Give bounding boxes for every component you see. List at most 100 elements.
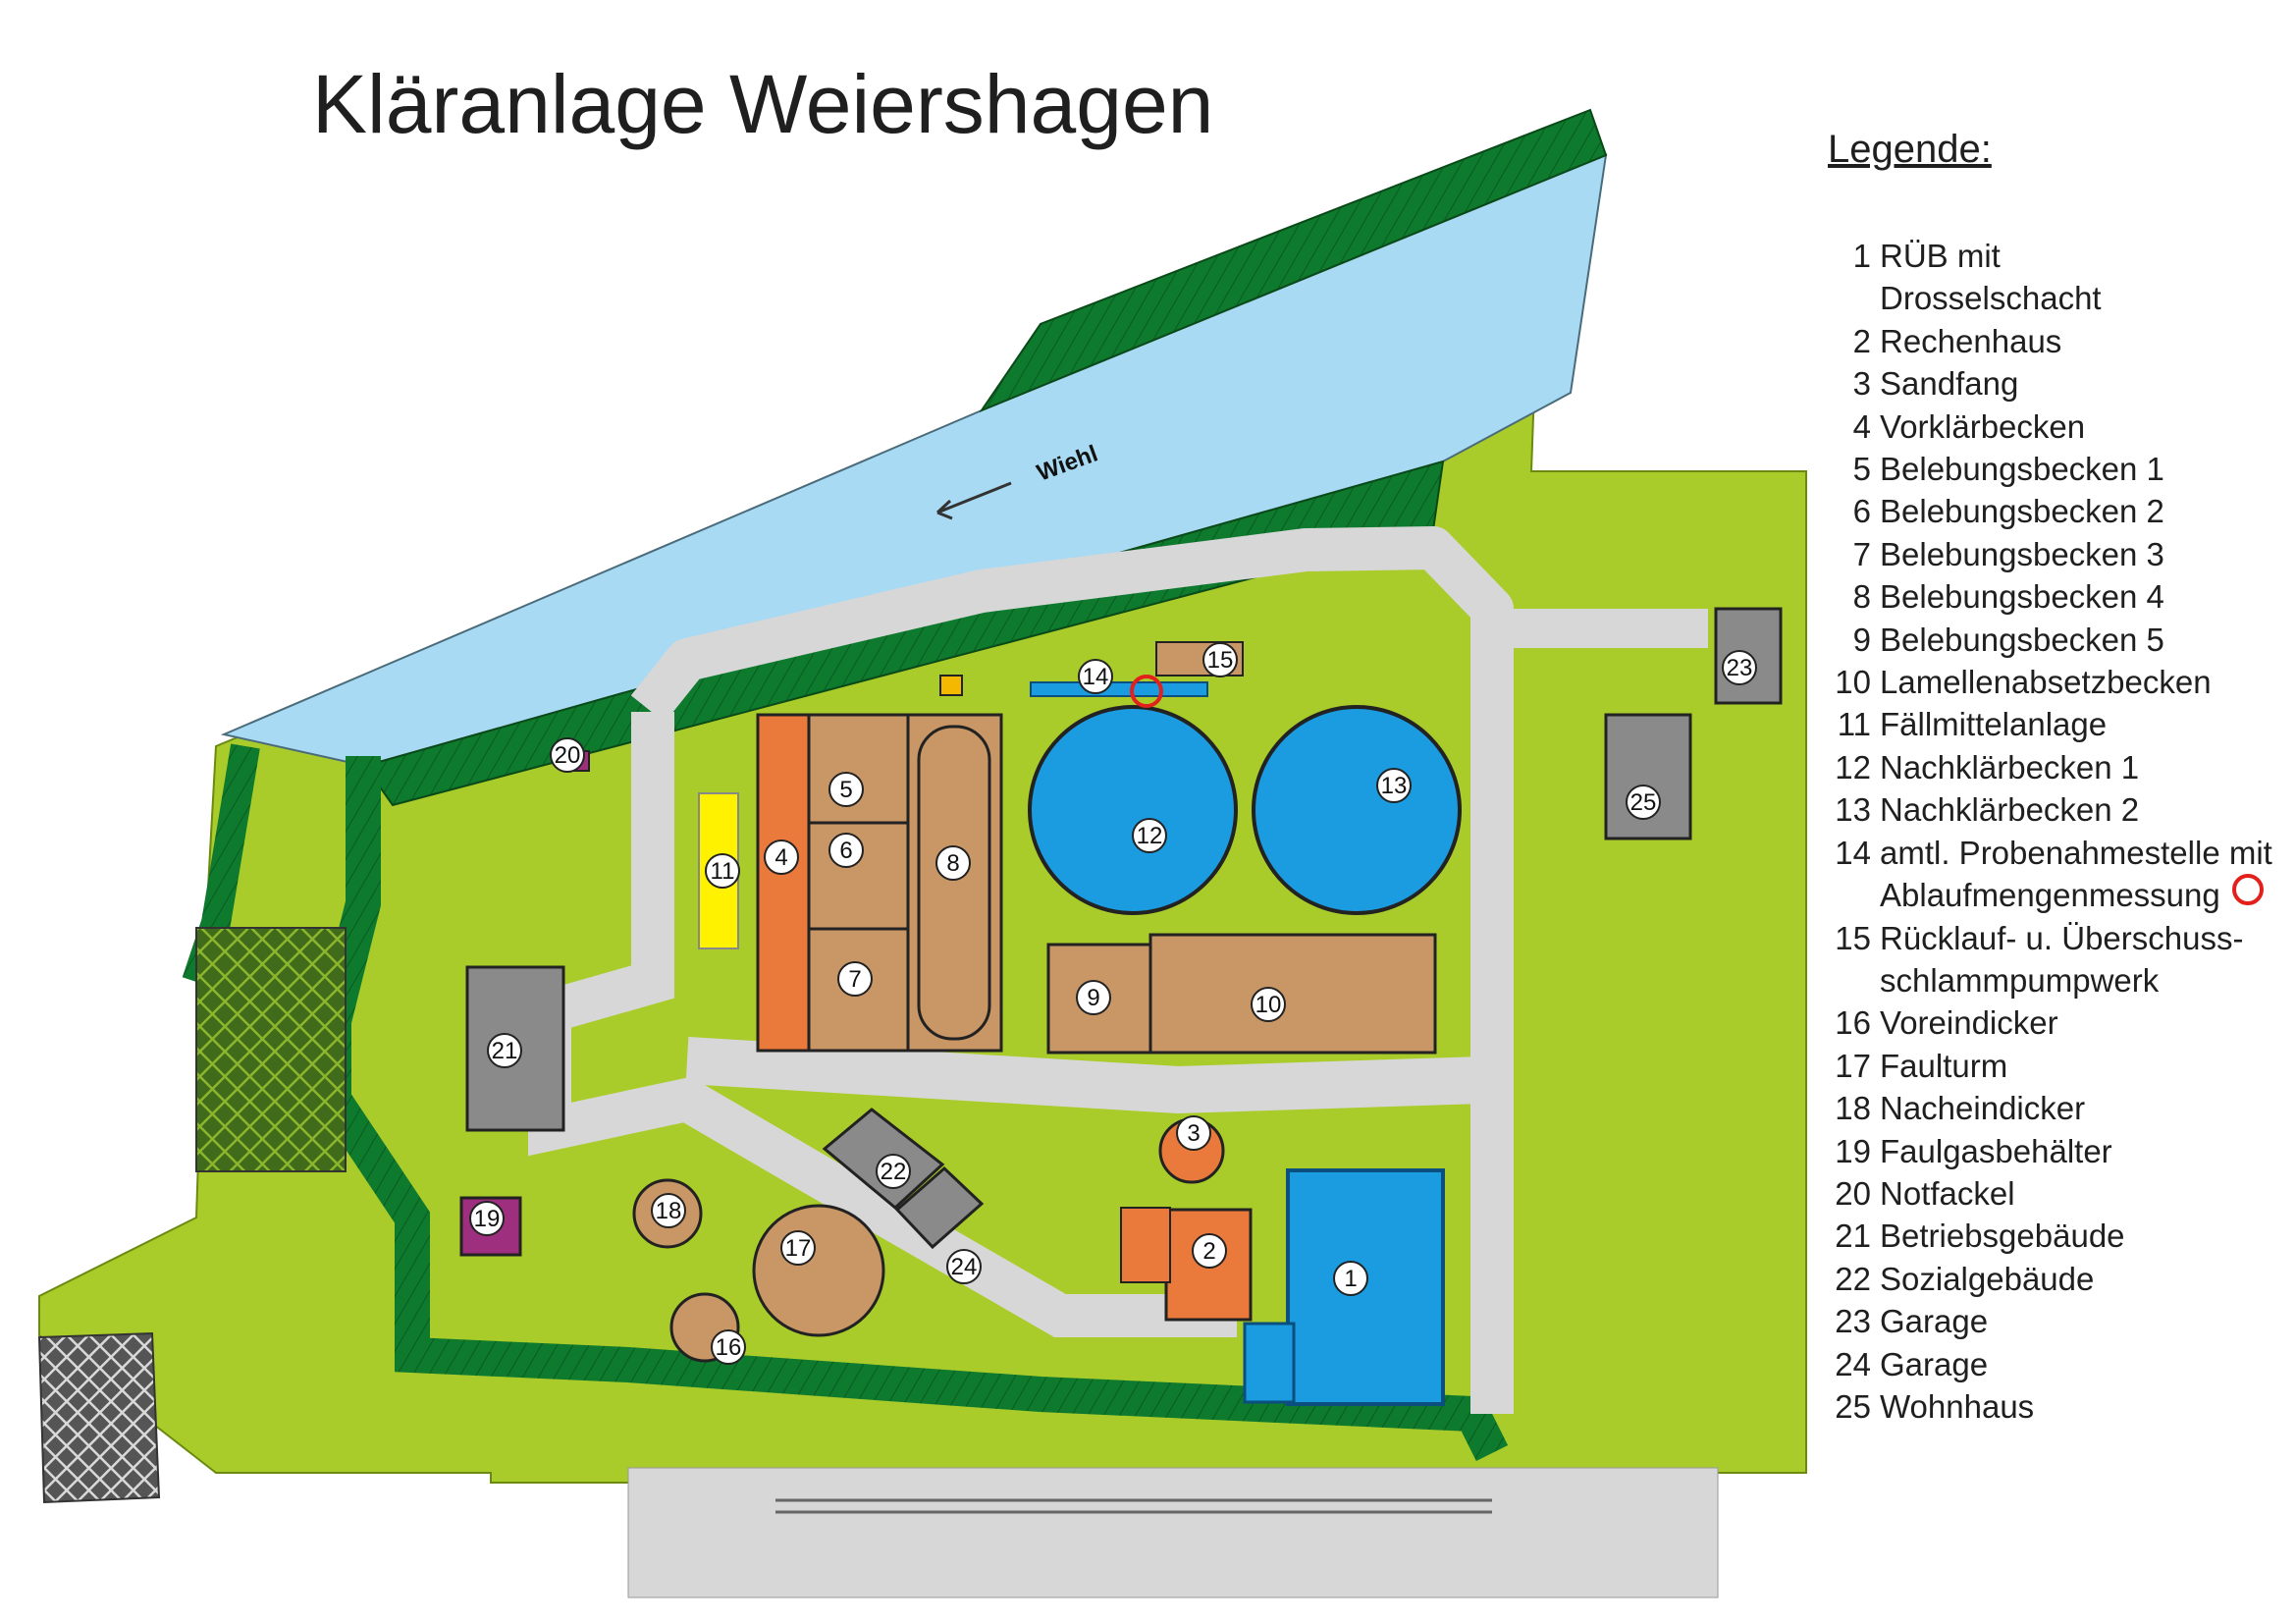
svg-text:5: 5 xyxy=(839,777,852,803)
legend-item-number: 5 xyxy=(1852,451,1871,488)
svg-text:20: 20 xyxy=(555,742,581,769)
legend-item-number: 4 xyxy=(1852,407,1871,445)
screen-house-annex xyxy=(1120,1207,1171,1283)
map-marker-1: 1 xyxy=(1333,1261,1368,1296)
embankment-north xyxy=(979,108,1608,413)
map-marker-25: 25 xyxy=(1626,785,1661,820)
road-west-loop xyxy=(528,712,1237,1337)
map-marker-17: 17 xyxy=(780,1230,816,1266)
legend-item-label: Vorklärbecken xyxy=(1880,407,2086,445)
legend-item-number: 22 xyxy=(1835,1260,1871,1297)
legend-item-label: Nacheindicker xyxy=(1880,1090,2086,1127)
map-marker-13: 13 xyxy=(1376,768,1412,803)
svg-text:19: 19 xyxy=(474,1206,501,1232)
lamella-settler-10 xyxy=(1148,933,1437,1055)
river-flow-arrow xyxy=(935,481,1012,520)
map-marker-10: 10 xyxy=(1251,987,1286,1022)
legend-item: Ablaufmengenmessung xyxy=(1828,874,2289,916)
map-marker-21: 21 xyxy=(487,1033,522,1068)
map-marker-24: 24 xyxy=(946,1249,982,1284)
legend-item-label: Garage xyxy=(1880,1303,1989,1340)
road-center xyxy=(685,1037,1483,1114)
legend-item-label: RÜB mit xyxy=(1880,238,2001,274)
legend-item-label: Sandfang xyxy=(1880,365,2019,403)
svg-text:4: 4 xyxy=(774,844,787,871)
legend-item-label: Garage xyxy=(1880,1345,1989,1382)
map-marker-4: 4 xyxy=(764,839,799,875)
svg-text:16: 16 xyxy=(716,1334,742,1361)
legend-item-number: 15 xyxy=(1835,919,1871,956)
legend-item-number: 21 xyxy=(1835,1218,1871,1255)
legend-item-number: 24 xyxy=(1835,1345,1871,1382)
map-marker-9: 9 xyxy=(1076,980,1111,1015)
map-marker-6: 6 xyxy=(828,833,864,868)
svg-text:17: 17 xyxy=(785,1235,812,1262)
map-marker-11: 11 xyxy=(705,853,740,889)
svg-text:18: 18 xyxy=(656,1198,682,1224)
internal-ring-road xyxy=(630,526,1514,1414)
legend-item-label: schlammpumpwerk xyxy=(1880,961,2160,999)
legend-item-label: Belebungsbecken 2 xyxy=(1880,493,2164,530)
primary-clarifier-4 xyxy=(756,713,811,1053)
embankment-west-south xyxy=(316,756,1509,1462)
legend-item-number xyxy=(1828,959,1871,1001)
svg-text:1: 1 xyxy=(1344,1266,1357,1292)
legend-item-number: 14 xyxy=(1835,834,1871,871)
legend-item-number: 25 xyxy=(1835,1387,1871,1425)
legend-item-label: Notfackel xyxy=(1880,1174,2015,1212)
map-marker-3: 3 xyxy=(1176,1115,1211,1151)
svg-text:10: 10 xyxy=(1255,992,1282,1018)
site-map: Wiehl 1 2 3 4 5 6 7 8 9 10 11 12 13 14 1… xyxy=(37,108,1807,1598)
legend-item-number: 1 xyxy=(1852,238,1871,274)
legend-item-number xyxy=(1828,277,1871,319)
svg-text:2: 2 xyxy=(1202,1238,1215,1265)
legend-item: schlammpumpwerk xyxy=(1828,959,2289,1001)
hatched-parcel-southwest xyxy=(37,1331,161,1504)
svg-text:12: 12 xyxy=(1137,823,1163,849)
legend-item-label: Wohnhaus xyxy=(1880,1387,2035,1425)
svg-text:23: 23 xyxy=(1727,655,1753,681)
svg-text:21: 21 xyxy=(492,1038,518,1064)
legend-title: Legende: xyxy=(1828,128,1992,171)
legend-item: Drosselschacht xyxy=(1828,277,2289,319)
map-marker-15: 15 xyxy=(1202,642,1238,677)
sampling-channel-14 xyxy=(1030,681,1208,697)
svg-text:7: 7 xyxy=(848,966,861,993)
svg-text:24: 24 xyxy=(951,1254,978,1280)
legend-item-label: Belebungsbecken 1 xyxy=(1880,451,2164,488)
page-title: Kläranlage Weiershagen xyxy=(312,58,1214,150)
svg-text:6: 6 xyxy=(839,838,852,864)
legend-item-number: 23 xyxy=(1835,1303,1871,1340)
legend-item-number: 13 xyxy=(1835,791,1871,829)
legend-item-label: Faulturm xyxy=(1880,1047,2008,1084)
svg-text:11: 11 xyxy=(711,858,735,885)
legend-item-number: 17 xyxy=(1835,1047,1871,1084)
legend-item-label: Nachklärbecken 1 xyxy=(1880,748,2140,785)
legend-item-label: amtl. Probenahmestelle mit xyxy=(1880,834,2272,871)
legend-item-label: Rechenhaus xyxy=(1880,322,2062,359)
map-marker-12: 12 xyxy=(1132,818,1167,853)
legend-item-number xyxy=(1828,874,1871,916)
map-marker-16: 16 xyxy=(711,1329,746,1365)
map-marker-14: 14 xyxy=(1078,659,1113,694)
aeration-block xyxy=(807,713,1003,1053)
map-marker-22: 22 xyxy=(876,1154,911,1189)
legend-item-label: Belebungsbecken 4 xyxy=(1880,578,2164,616)
